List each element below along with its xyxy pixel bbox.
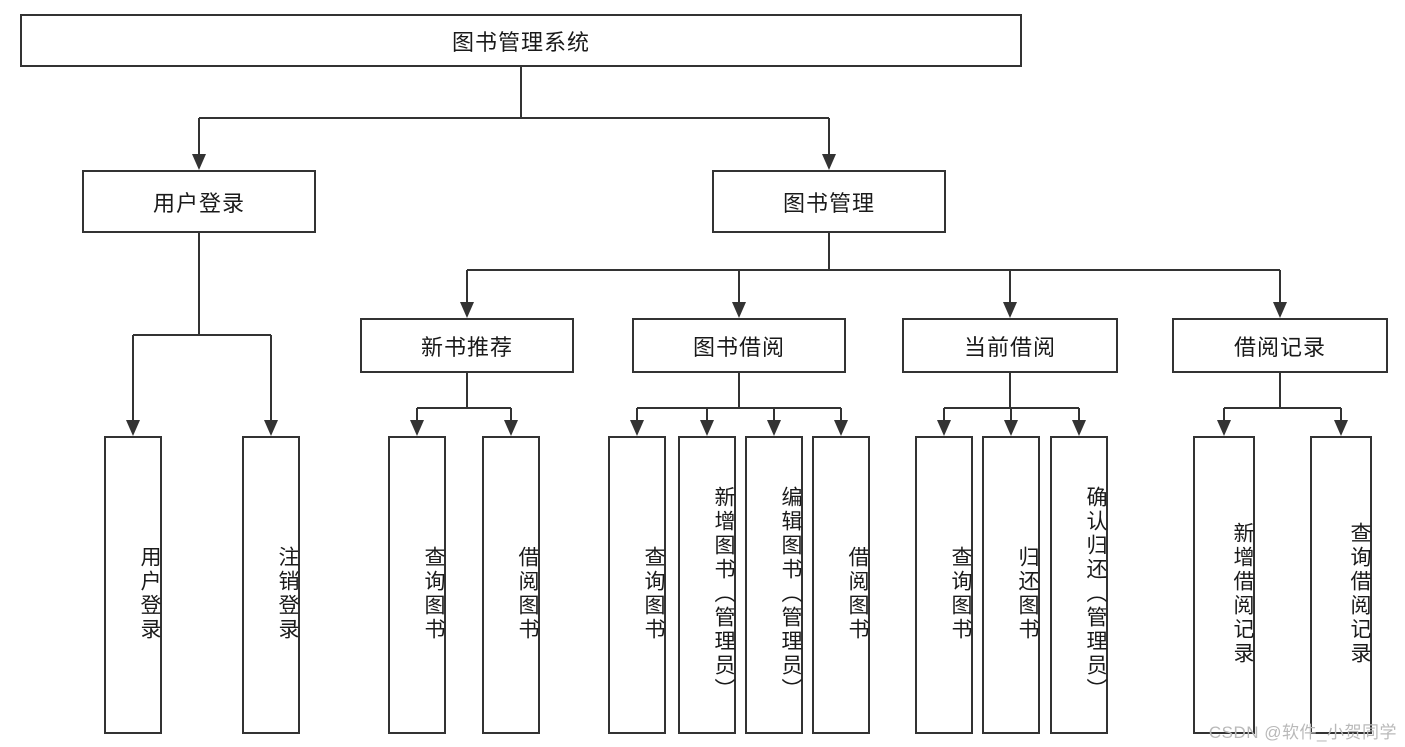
arrow-head-icon [732,302,746,318]
node-new-book-rec[interactable]: 新书推荐 [360,318,574,373]
edge-bus-book-manage [467,269,1280,271]
arrow-head-icon [192,154,206,170]
edge-branch-leaf-add-record [1223,408,1225,420]
node-label: 图书管理 [782,190,875,216]
edge-trunk-new-book-rec [466,373,468,408]
node-label: 归还图书 [1016,546,1039,642]
edge-bus-root [199,117,829,119]
node-label: 用户登录 [152,190,245,216]
arrow-head-icon [460,302,474,318]
node-label: 新增借阅记录 [1231,522,1254,666]
edge-trunk-book-manage [828,233,830,270]
edge-branch-leaf-add-book [706,408,708,420]
edge-branch-leaf-borrow-book-2 [840,408,842,420]
arrow-head-icon [937,420,951,436]
arrow-head-icon [834,420,848,436]
edge-trunk-book-borrow [738,373,740,408]
edge-trunk-root [520,67,522,118]
edge-branch-leaf-confirm-return [1078,408,1080,420]
edge-branch-leaf-query-book-1 [416,408,418,420]
node-leaf-confirm-return[interactable]: 确认归还（管理员） [1050,436,1108,734]
arrow-head-icon [1072,420,1086,436]
edge-trunk-user-login [198,233,200,335]
edge-branch-leaf-query-book-3 [943,408,945,420]
edge-branch-new-book-rec [466,270,468,302]
csdn-watermark: CSDN @软件_小贺同学 [1208,723,1397,742]
edge-bus-book-borrow [637,407,841,409]
node-leaf-query-record[interactable]: 查询借阅记录 [1310,436,1372,734]
arrow-head-icon [410,420,424,436]
node-label: 注销登录 [276,546,299,642]
edge-branch-leaf-borrow-book-1 [510,408,512,420]
edge-branch-book-manage [828,118,830,154]
node-label: 新增图书（管理员） [712,486,735,702]
node-label: 确认归还（管理员） [1084,486,1107,702]
edge-branch-current-borrow [1009,270,1011,302]
node-leaf-user-login[interactable]: 用户登录 [104,436,162,734]
node-label: 查询图书 [642,546,665,642]
arrow-head-icon [1004,420,1018,436]
node-leaf-borrow-book-1[interactable]: 借阅图书 [482,436,540,734]
arrow-head-icon [700,420,714,436]
node-label: 编辑图书（管理员） [779,486,802,702]
node-leaf-query-book-2[interactable]: 查询图书 [608,436,666,734]
node-label: 查询图书 [949,546,972,642]
node-label: 查询借阅记录 [1348,522,1371,666]
node-label: 借阅记录 [1233,334,1326,360]
node-label: 用户登录 [138,546,161,642]
node-leaf-return-book[interactable]: 归还图书 [982,436,1040,734]
node-book-manage[interactable]: 图书管理 [712,170,946,233]
arrow-head-icon [1273,302,1287,318]
arrow-head-icon [767,420,781,436]
node-label: 查询图书 [422,546,445,642]
node-current-borrow[interactable]: 当前借阅 [902,318,1118,373]
arrow-head-icon [1334,420,1348,436]
node-label: 图书借阅 [692,334,785,360]
node-leaf-query-book-1[interactable]: 查询图书 [388,436,446,734]
arrow-head-icon [822,154,836,170]
arrow-head-icon [630,420,644,436]
node-user-login[interactable]: 用户登录 [82,170,316,233]
node-root[interactable]: 图书管理系统 [20,14,1022,67]
node-leaf-add-record[interactable]: 新增借阅记录 [1193,436,1255,734]
edge-branch-leaf-query-book-2 [636,408,638,420]
edge-trunk-current-borrow [1009,373,1011,408]
edge-branch-leaf-query-record [1340,408,1342,420]
edge-branch-book-borrow [738,270,740,302]
edge-branch-leaf-user-login [132,335,134,420]
node-leaf-user-logout[interactable]: 注销登录 [242,436,300,734]
node-label: 图书管理系统 [451,29,590,55]
node-borrow-record[interactable]: 借阅记录 [1172,318,1388,373]
edge-branch-leaf-user-logout [270,335,272,420]
edge-branch-user-login [198,118,200,154]
node-leaf-borrow-book-2[interactable]: 借阅图书 [812,436,870,734]
arrow-head-icon [264,420,278,436]
node-leaf-edit-book[interactable]: 编辑图书（管理员） [745,436,803,734]
node-label: 新书推荐 [420,334,513,360]
arrow-head-icon [126,420,140,436]
node-label: 借阅图书 [846,546,869,642]
edge-branch-leaf-edit-book [773,408,775,420]
node-label: 当前借阅 [963,334,1056,360]
edge-branch-leaf-return-book [1010,408,1012,420]
node-leaf-add-book[interactable]: 新增图书（管理员） [678,436,736,734]
edge-bus-borrow-record [1224,407,1341,409]
arrow-head-icon [1003,302,1017,318]
node-label: 借阅图书 [516,546,539,642]
node-book-borrow[interactable]: 图书借阅 [632,318,846,373]
arrow-head-icon [1217,420,1231,436]
node-leaf-query-book-3[interactable]: 查询图书 [915,436,973,734]
edge-bus-new-book-rec [417,407,511,409]
arrow-head-icon [504,420,518,436]
edge-bus-user-login [133,334,271,336]
edge-trunk-borrow-record [1279,373,1281,408]
edge-branch-borrow-record [1279,270,1281,302]
